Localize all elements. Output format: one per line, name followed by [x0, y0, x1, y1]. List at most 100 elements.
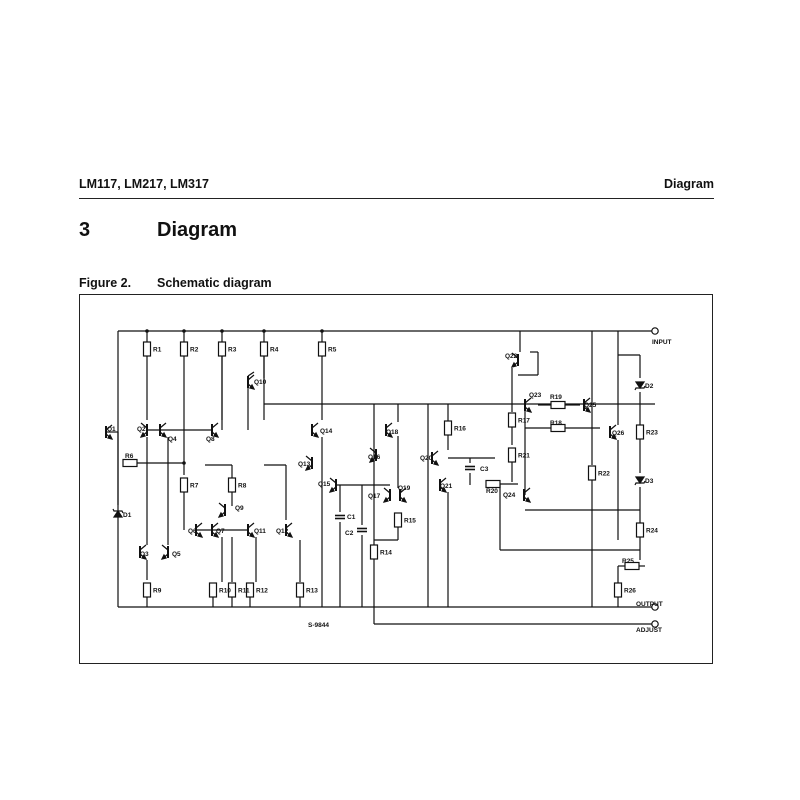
resistor-r7	[179, 477, 189, 493]
resistor-label: R7	[190, 483, 199, 490]
transistor-q2	[139, 422, 148, 438]
resistor-r25	[624, 561, 640, 571]
transistor-q8	[211, 422, 220, 438]
resistor-label: R2	[190, 347, 199, 354]
resistor-label: R16	[454, 426, 466, 433]
resistor-label: R5	[328, 347, 337, 354]
capacitor-label: C3	[480, 466, 489, 473]
resistor-label: R8	[238, 483, 247, 490]
resistor-r5	[317, 341, 327, 357]
resistor-r20	[485, 479, 501, 489]
transistor-label: Q16	[368, 454, 381, 461]
transistor-q19	[399, 487, 408, 503]
transistor-q5	[160, 544, 169, 560]
schematic-code: S-9844	[308, 622, 329, 629]
resistor-r15	[393, 512, 403, 528]
resistor-r12	[245, 582, 255, 598]
resistor-label: R25	[622, 558, 634, 565]
transistor-label: Q4	[168, 436, 177, 443]
resistor-r26	[613, 582, 623, 598]
transistor-label: Q13	[298, 461, 311, 468]
transistor-q3	[139, 544, 148, 560]
transistor-label: Q20	[420, 455, 433, 462]
transistor-q17	[382, 487, 391, 503]
resistor-label: R21	[518, 453, 530, 460]
transistor-label: Q21	[440, 483, 453, 490]
transistor-q26	[609, 424, 618, 440]
resistor-label: R11	[238, 588, 250, 595]
transistor-q9	[217, 502, 226, 518]
transistor-label: Q14	[320, 428, 333, 435]
junction-dot	[320, 329, 324, 333]
pin-output	[651, 603, 659, 611]
resistor-r4	[259, 341, 269, 357]
header-divider	[79, 198, 714, 199]
transistor-q15	[328, 477, 337, 493]
figure-frame	[79, 294, 713, 664]
pin-label: INPUT	[652, 339, 672, 346]
resistor-label: R15	[404, 518, 416, 525]
junction-dot	[182, 461, 186, 465]
pin-label: OUTPUT	[636, 601, 663, 608]
capacitor-c2	[357, 527, 367, 533]
transistor-q23	[524, 397, 533, 413]
transistor-label: Q15	[318, 481, 331, 488]
diode-label: D1	[123, 512, 132, 519]
figure-label: Figure 2.	[79, 276, 132, 290]
junction-dot	[262, 329, 266, 333]
diode-label: D2	[645, 383, 654, 390]
resistor-r8	[227, 477, 237, 493]
resistor-label: R9	[153, 588, 162, 595]
resistor-r22	[587, 465, 597, 481]
transistor-label: Q25	[584, 402, 597, 409]
section-title: Diagram	[157, 219, 238, 241]
wire	[247, 371, 255, 377]
transistor-label: Q17	[368, 493, 381, 500]
resistor-r9	[142, 582, 152, 598]
resistor-r24	[635, 522, 645, 538]
transistor-q20	[431, 450, 440, 466]
junction-dot	[220, 329, 224, 333]
transistor-q18	[385, 422, 394, 438]
capacitor-c3	[465, 465, 475, 471]
transistor-q14	[311, 422, 320, 438]
transistor-label: Q5	[172, 551, 181, 558]
resistor-label: R13	[306, 588, 318, 595]
transistor-label: Q6	[188, 528, 197, 535]
resistor-label: R19	[550, 394, 562, 401]
resistor-label: R24	[646, 528, 658, 535]
transistor-label: Q8	[206, 436, 215, 443]
resistor-r19	[550, 400, 566, 410]
transistor-label: Q9	[235, 505, 244, 512]
resistor-label: R4	[270, 347, 279, 354]
capacitor-c1	[335, 514, 345, 520]
resistor-label: R1	[153, 347, 162, 354]
transistor-label: Q24	[503, 492, 516, 499]
junction-dot	[145, 329, 149, 333]
transistor-label: Q10	[254, 379, 267, 386]
resistor-label: R3	[228, 347, 237, 354]
resistor-r2	[179, 341, 189, 357]
transistor-q24	[523, 487, 532, 503]
transistor-q10	[247, 374, 256, 390]
diode-label: D3	[645, 478, 654, 485]
resistor-label: R17	[518, 418, 530, 425]
resistor-r17	[507, 412, 517, 428]
section-number: 3	[79, 219, 91, 241]
resistor-r23	[635, 424, 645, 440]
pin-adjust	[651, 620, 659, 628]
transistor-label: Q19	[398, 485, 411, 492]
document-header-section: Diagram	[663, 177, 714, 191]
resistor-label: R12	[256, 588, 268, 595]
transistor-q12	[285, 522, 294, 538]
resistor-label: R23	[646, 430, 658, 437]
pin-label: ADJUST	[636, 627, 662, 634]
transistor-label: Q7	[216, 528, 225, 535]
transistor-label: Q2	[137, 426, 146, 433]
resistor-label: R6	[125, 453, 134, 460]
transistor-label: Q12	[276, 528, 289, 535]
transistor-q6	[195, 522, 204, 538]
transistor-q16	[368, 447, 377, 463]
resistor-label: R20	[486, 488, 498, 495]
